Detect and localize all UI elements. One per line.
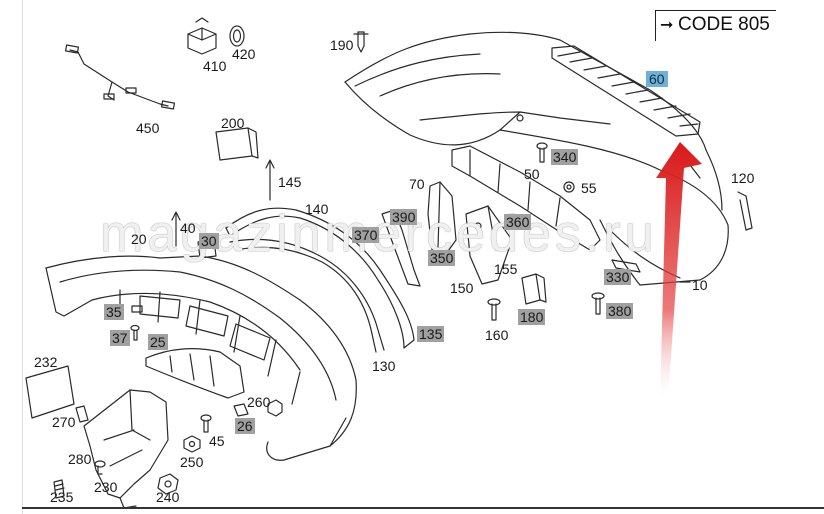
- part-label-20[interactable]: 20: [131, 231, 147, 247]
- part-label-180[interactable]: 180: [518, 309, 546, 325]
- side-bracket-120-icon: [737, 191, 753, 231]
- part-label-410[interactable]: 410: [203, 58, 227, 74]
- nut-250-icon: [183, 435, 201, 453]
- clip-270-icon: [75, 405, 89, 423]
- part-label-120[interactable]: 120: [731, 170, 755, 186]
- nut-240-icon: [157, 473, 179, 495]
- part-label-260[interactable]: 260: [247, 394, 271, 410]
- part-label-40[interactable]: 40: [180, 220, 196, 236]
- part-label-10[interactable]: 10: [692, 277, 708, 293]
- wiring-harness-450-icon: [64, 44, 176, 110]
- upper-strip-145-icon: [225, 159, 415, 349]
- screw-280-icon: [94, 460, 106, 475]
- part-label-155[interactable]: 155: [494, 261, 518, 277]
- washer-55-icon: [563, 181, 575, 193]
- screw-340-icon: [536, 142, 548, 163]
- bottom-border: [22, 507, 824, 509]
- part-label-35[interactable]: 35: [104, 304, 124, 320]
- screw-37-icon: [130, 324, 140, 341]
- part-label-37[interactable]: 37: [110, 330, 130, 346]
- side-strip-130-icon: [229, 238, 385, 353]
- screw-160-icon: [487, 298, 501, 321]
- part-label-450[interactable]: 450: [136, 120, 160, 136]
- sensor-410-icon: [187, 17, 217, 55]
- screw-45-icon: [200, 414, 212, 433]
- part-label-350[interactable]: 350: [428, 250, 456, 266]
- part-label-60[interactable]: 60: [646, 71, 668, 87]
- diffuser-25-icon: [145, 348, 245, 399]
- part-label-50[interactable]: 50: [524, 166, 540, 182]
- part-label-130[interactable]: 130: [372, 358, 396, 374]
- part-label-390[interactable]: 390: [390, 209, 418, 225]
- bumper-cover-icon: [344, 31, 729, 286]
- part-label-55[interactable]: 55: [581, 180, 597, 196]
- part-label-135[interactable]: 135: [417, 326, 445, 342]
- part-label-330[interactable]: 330: [604, 269, 632, 285]
- part-label-270[interactable]: 270: [52, 414, 76, 430]
- part-label-230[interactable]: 230: [94, 479, 118, 495]
- code-arrow-icon: ➞: [660, 17, 674, 34]
- part-label-340[interactable]: 340: [551, 149, 579, 165]
- part-label-30[interactable]: 30: [199, 233, 219, 249]
- clip-190-icon: [353, 31, 369, 53]
- clip-235-icon: [53, 479, 65, 499]
- part-label-145[interactable]: 145: [278, 174, 302, 190]
- code-label: CODE 805: [678, 14, 770, 35]
- part-label-380[interactable]: 380: [606, 303, 634, 319]
- trim-strip-60-icon: [551, 45, 701, 137]
- part-label-280[interactable]: 280: [68, 451, 92, 467]
- part-label-190[interactable]: 190: [330, 37, 354, 53]
- plate-232-icon: [25, 365, 75, 419]
- clip-40-icon: [171, 211, 181, 247]
- screw-380-icon: [591, 292, 605, 315]
- part-label-140[interactable]: 140: [305, 201, 329, 217]
- part-label-240[interactable]: 240: [156, 489, 180, 505]
- part-label-25[interactable]: 25: [148, 334, 168, 350]
- bracket-200-icon: [215, 127, 259, 161]
- part-label-235[interactable]: 235: [50, 489, 74, 505]
- part-label-26[interactable]: 26: [235, 418, 255, 434]
- indicator-arrow-icon: [656, 142, 702, 400]
- part-label-200[interactable]: 200: [221, 115, 245, 131]
- lower-bumper-20-icon: [45, 255, 357, 461]
- bracket-180-icon: [521, 273, 547, 305]
- clip-26-icon: [233, 403, 249, 417]
- part-label-150[interactable]: 150: [450, 280, 474, 296]
- part-label-370[interactable]: 370: [352, 227, 380, 243]
- left-border: [22, 0, 23, 514]
- bracket-70-icon: [427, 181, 457, 255]
- clip-35-icon: [131, 305, 143, 313]
- part-label-160[interactable]: 160: [485, 327, 509, 343]
- part-label-232[interactable]: 232: [34, 354, 58, 370]
- part-label-45[interactable]: 45: [209, 433, 225, 449]
- part-label-360[interactable]: 360: [504, 214, 532, 230]
- bracket-150-icon: [465, 205, 513, 285]
- clip-330-icon: [611, 259, 641, 273]
- part-label-420[interactable]: 420: [232, 46, 256, 62]
- part-label-250[interactable]: 250: [180, 454, 204, 470]
- ring-420-icon: [229, 25, 245, 47]
- nut-260-icon: [267, 399, 283, 417]
- reinforcement-50-icon: [451, 145, 601, 251]
- part-label-70[interactable]: 70: [409, 176, 425, 192]
- code-frame: [655, 10, 776, 41]
